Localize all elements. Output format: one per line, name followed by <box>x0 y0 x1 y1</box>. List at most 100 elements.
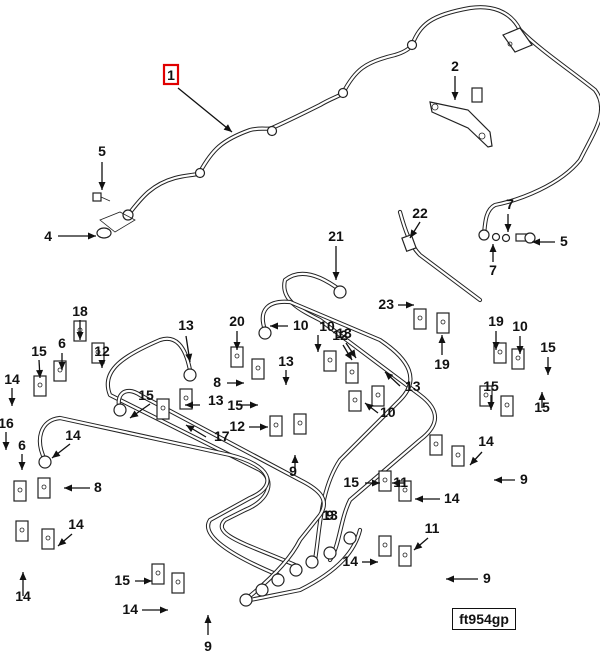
clamp-plate[interactable] <box>371 385 385 407</box>
callout-number-6[interactable]: 6 <box>18 437 26 453</box>
clamp-plate[interactable] <box>413 308 427 330</box>
callout-number-10[interactable]: 10 <box>512 318 528 334</box>
callout-number-15[interactable]: 15 <box>227 397 243 413</box>
bolt-hole <box>41 484 47 490</box>
callout-number-2[interactable]: 2 <box>451 58 459 74</box>
callout-number-7[interactable]: 7 <box>506 196 514 212</box>
callout-number-14[interactable]: 14 <box>4 371 20 387</box>
callout-number-13[interactable]: 13 <box>322 507 338 523</box>
callout-number-21[interactable]: 21 <box>328 228 344 244</box>
callout-number-15[interactable]: 15 <box>31 343 47 359</box>
clamp-plate[interactable] <box>378 470 392 492</box>
callout-number-15[interactable]: 15 <box>483 378 499 394</box>
clamp-plate[interactable] <box>151 563 165 585</box>
callout-number-13[interactable]: 13 <box>178 317 194 333</box>
clamp-plate[interactable] <box>511 348 525 370</box>
clamp-plate[interactable] <box>479 385 493 407</box>
callout-number-15[interactable]: 15 <box>540 339 556 355</box>
arrowhead-icon <box>538 392 546 400</box>
clamp-plate[interactable] <box>429 434 443 456</box>
callout-number-13[interactable]: 13 <box>405 378 421 394</box>
clamp-plate[interactable] <box>345 362 359 384</box>
fuel-return-line[interactable] <box>122 5 600 241</box>
bracket-part-2[interactable] <box>429 87 493 148</box>
clamp-plate[interactable] <box>493 342 507 364</box>
arrowhead-icon <box>415 495 423 503</box>
callout-number-9[interactable]: 9 <box>520 471 528 487</box>
callout-number-14[interactable]: 14 <box>478 433 494 449</box>
banjo-bolt-part-5[interactable] <box>92 192 111 202</box>
callout-number-9[interactable]: 9 <box>289 463 297 479</box>
arrowhead-icon <box>204 615 212 623</box>
callout-number-10[interactable]: 10 <box>293 317 309 333</box>
callout-number-8[interactable]: 8 <box>94 479 102 495</box>
callout-number-18[interactable]: 18 <box>72 303 88 319</box>
callout-number-6[interactable]: 6 <box>58 335 66 351</box>
callout-number-9[interactable]: 9 <box>483 570 491 586</box>
callout-number-14[interactable]: 14 <box>15 588 31 604</box>
callout-number-12[interactable]: 12 <box>94 343 110 359</box>
clamp-plate[interactable] <box>500 395 514 417</box>
bolt-hole <box>382 477 388 483</box>
arrowhead-icon <box>186 425 195 433</box>
clamp-plate[interactable] <box>451 445 465 467</box>
callout-number-10[interactable]: 10 <box>319 318 335 334</box>
callout-number-14[interactable]: 14 <box>444 490 460 506</box>
callout-number-8[interactable]: 8 <box>213 374 221 390</box>
washer-set-part-7[interactable] <box>491 232 536 244</box>
callout-number-23[interactable]: 23 <box>378 296 394 312</box>
clamp-plate[interactable] <box>348 390 362 412</box>
callout-number-14[interactable]: 14 <box>68 516 84 532</box>
callout-number-10[interactable]: 10 <box>380 404 396 420</box>
callout-number-13[interactable]: 13 <box>278 353 294 369</box>
clamp-plate[interactable] <box>436 312 450 334</box>
clamp-plate[interactable] <box>398 545 412 567</box>
clamp-plate[interactable] <box>171 572 185 594</box>
injector-line-bundle[interactable] <box>37 271 437 607</box>
callout-number-5[interactable]: 5 <box>560 233 568 249</box>
callout-number-9[interactable]: 9 <box>326 507 334 523</box>
clamp-plate[interactable] <box>323 350 337 372</box>
clip-part-4[interactable] <box>96 227 112 239</box>
clamp-plate[interactable] <box>13 480 27 502</box>
clamp-plate[interactable] <box>37 477 51 499</box>
callout-number-13[interactable]: 13 <box>208 392 224 408</box>
callout-number-17[interactable]: 17 <box>214 428 230 444</box>
callout-number-11[interactable]: 11 <box>425 520 440 536</box>
callout-number-20[interactable]: 20 <box>229 313 245 329</box>
callout-number-13[interactable]: 13 <box>336 325 352 341</box>
bolt-hole <box>375 392 381 398</box>
callout-number-14[interactable]: 14 <box>122 601 138 617</box>
callout-number-15[interactable]: 15 <box>114 572 130 588</box>
callout-number-15[interactable]: 15 <box>343 474 359 490</box>
callout-number-7[interactable]: 7 <box>489 262 497 278</box>
callout-number-12[interactable]: 12 <box>332 327 348 343</box>
callout-number-15[interactable]: 15 <box>138 387 154 403</box>
callout-number-9[interactable]: 9 <box>204 638 212 654</box>
clamp-plate[interactable] <box>378 535 392 557</box>
clamp-plate[interactable] <box>398 480 412 502</box>
callout-number-12[interactable]: 12 <box>229 418 245 434</box>
callout-number-19[interactable]: 19 <box>434 356 450 372</box>
clamp-plate[interactable] <box>15 520 29 542</box>
callout-number-14[interactable]: 14 <box>342 553 358 569</box>
callout-number-14[interactable]: 14 <box>65 427 81 443</box>
clamp-plate[interactable] <box>91 342 105 364</box>
clamp-plate[interactable] <box>41 528 55 550</box>
clamp-plate[interactable] <box>269 415 283 437</box>
callout-number-15[interactable]: 15 <box>534 399 550 415</box>
callout-number-4[interactable]: 4 <box>44 228 52 244</box>
callout-number-19[interactable]: 19 <box>488 313 504 329</box>
clamp-hardware[interactable] <box>13 308 525 594</box>
clamp-plate[interactable] <box>156 398 170 420</box>
callout-number-5[interactable]: 5 <box>98 143 106 159</box>
callout-number-1[interactable]: 1 <box>167 67 175 83</box>
clamp-plate[interactable] <box>251 358 265 380</box>
callout-number-11[interactable]: 11 <box>393 474 408 490</box>
callout-number-22[interactable]: 22 <box>412 205 428 221</box>
fitting-part-22[interactable] <box>397 209 483 303</box>
callout-number-16[interactable]: 16 <box>0 415 14 431</box>
bolt-hole <box>402 552 408 558</box>
clamp-plate[interactable] <box>33 375 47 397</box>
clamp-plate[interactable] <box>293 413 307 435</box>
